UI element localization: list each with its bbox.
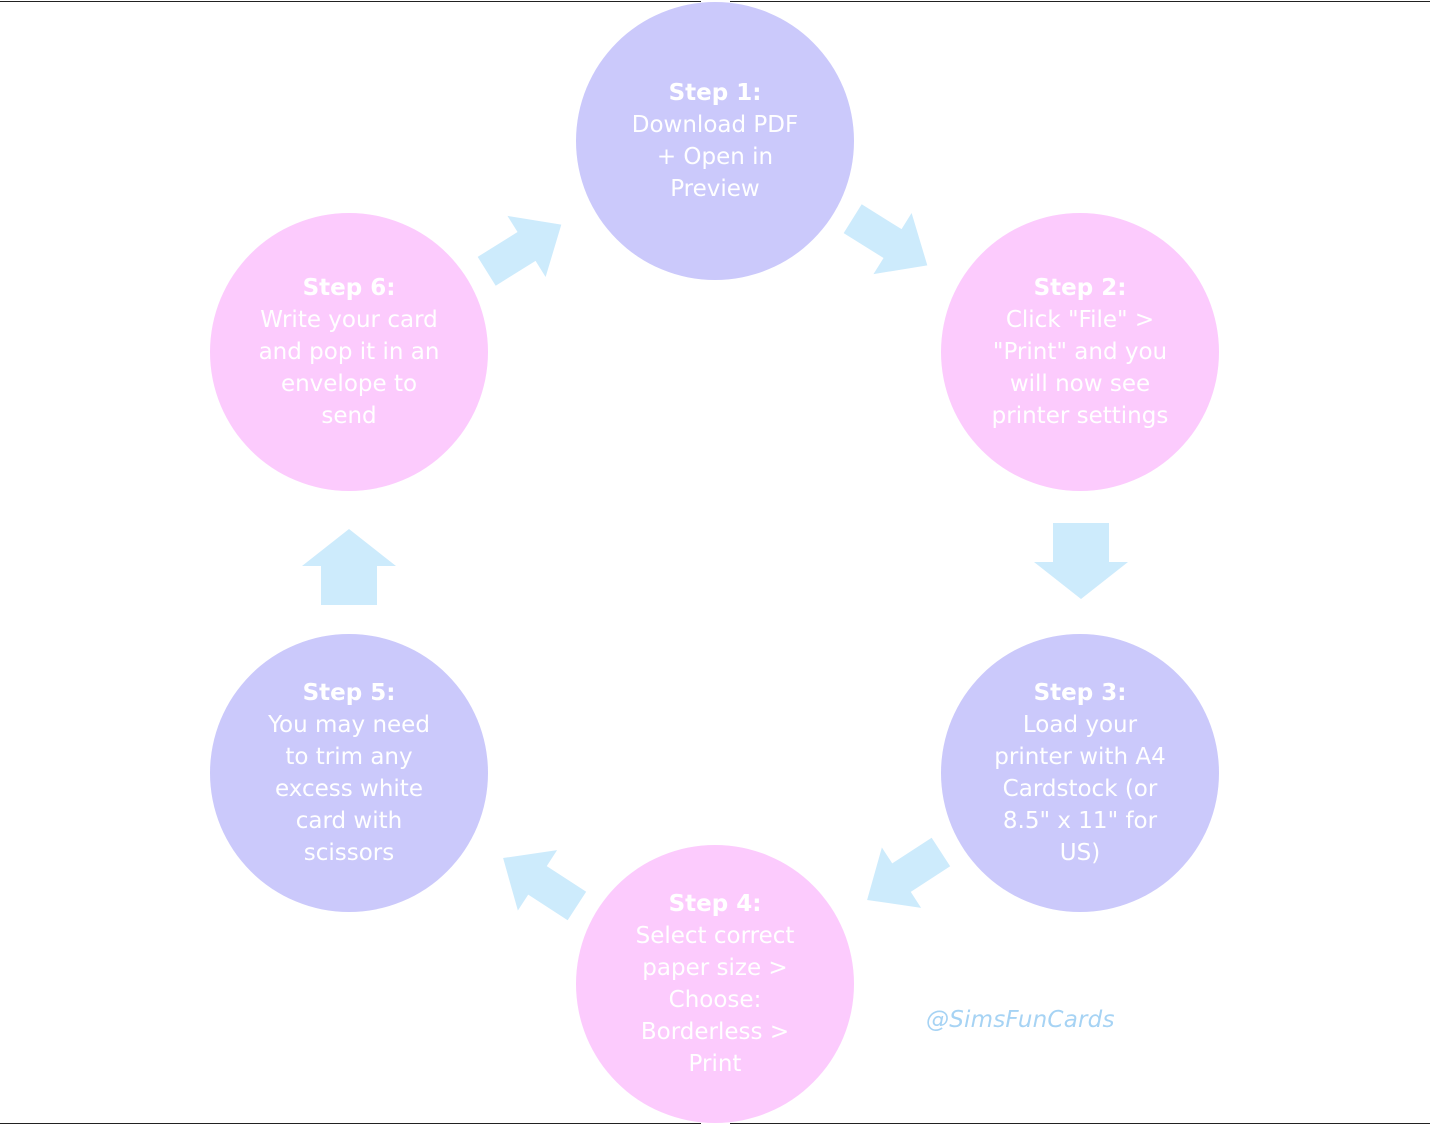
step-1-text: Download PDF + Open in Preview [631, 112, 799, 202]
arrow-right-down-icon [843, 204, 928, 275]
step-2-text: Click "File" > "Print" and you will now … [991, 307, 1169, 429]
arrow-left-down-icon [867, 837, 951, 908]
step-5-circle: Step 5: You may need to trim any excess … [210, 634, 488, 912]
step-5-text: You may need to trim any excess white ca… [268, 712, 430, 866]
step-2-title: Step 2: [1033, 275, 1127, 301]
watermark-handle: @SimsFunCards [926, 1007, 1115, 1033]
arrow-up-icon [302, 529, 396, 605]
step-5-title: Step 5: [302, 680, 396, 706]
step-4-circle: Step 4: Select correct paper size > Choo… [576, 845, 854, 1123]
step-3-circle: Step 3: Load your printer with A4 Cardst… [941, 634, 1219, 912]
step-4-title: Step 4: [668, 891, 762, 917]
step-6-title: Step 6: [302, 275, 396, 301]
arrow-down-icon [1034, 523, 1128, 599]
step-3-text: Load your printer with A4 Cardstock (or … [994, 712, 1166, 866]
step-6-text: Write your card and pop it in an envelop… [258, 307, 440, 429]
step-3-title: Step 3: [1033, 680, 1127, 706]
step-1-title: Step 1: [668, 80, 762, 106]
step-6-circle: Step 6: Write your card and pop it in an… [210, 213, 488, 491]
arrow-right-up-icon [477, 215, 562, 286]
arrow-left-up-icon [503, 850, 587, 921]
step-4-text: Select correct paper size > Choose: Bord… [635, 923, 795, 1077]
bottom-border-gap [701, 1121, 730, 1125]
step-2-circle: Step 2: Click "File" > "Print" and you w… [941, 213, 1219, 491]
step-1-circle: Step 1: Download PDF + Open in Preview [576, 2, 854, 280]
